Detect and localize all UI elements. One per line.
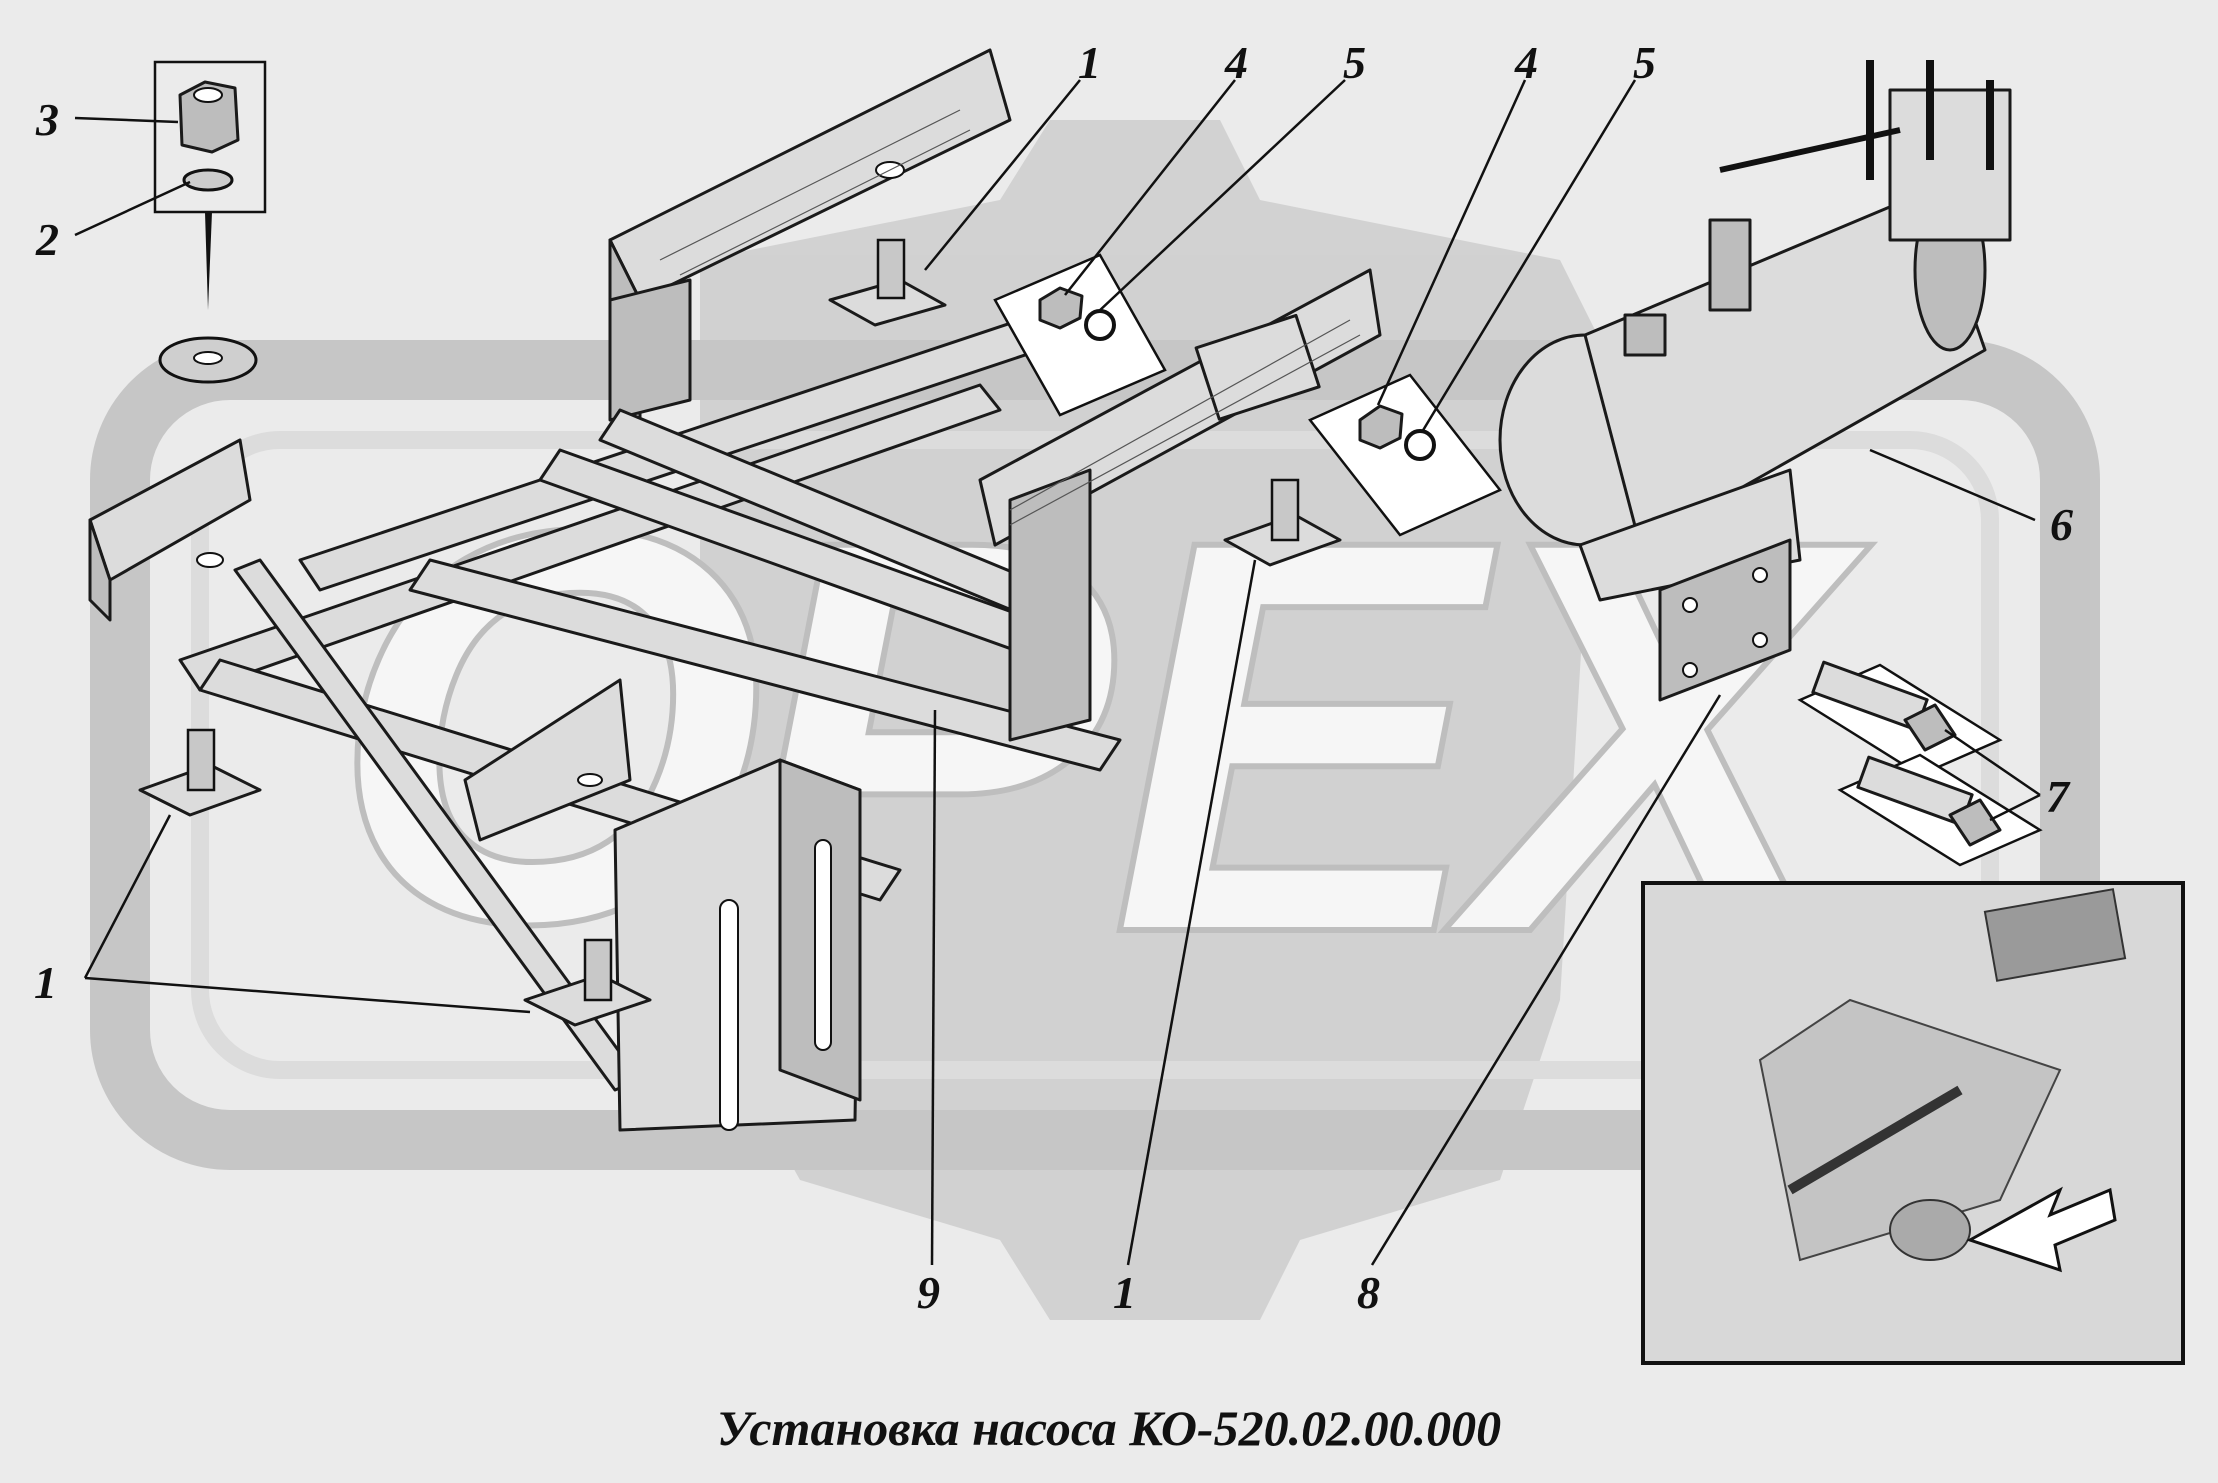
- callout-3: 3: [35, 94, 59, 145]
- stud-plates: [138, 238, 1342, 1027]
- fastener-group-b: [1308, 373, 1502, 537]
- location-arrow: [1966, 1186, 2117, 1273]
- callout-1-left: 1: [34, 957, 57, 1008]
- leader-lines: [74, 79, 2041, 1266]
- diagram-caption: Установка насоса КО-520.02.00.000: [717, 1400, 1501, 1456]
- callout-6: 6: [2050, 499, 2073, 550]
- stud-plate-right: [1223, 478, 1342, 567]
- callout-5-right: 5: [1633, 37, 1656, 88]
- callout-2: 2: [35, 214, 59, 265]
- watermark-letter-e: E: [1110, 423, 1504, 1049]
- nut-bore: [193, 87, 223, 103]
- pump-assembly: [1498, 60, 2012, 602]
- bolt-group: [1797, 660, 2043, 867]
- stud-plate-top: [828, 238, 947, 327]
- callout-4-left: 4: [1224, 37, 1248, 88]
- lock-washer: [182, 168, 234, 192]
- callout-5-left: 5: [1343, 37, 1366, 88]
- fastener-group-a: [993, 253, 1167, 417]
- stud-plate-bottom: [523, 938, 652, 1027]
- callout-1-bottom: 1: [1113, 1267, 1136, 1318]
- mounting-plate: [1658, 538, 1792, 702]
- callout-7: 7: [2046, 771, 2071, 822]
- photo-inset: [1641, 881, 2185, 1365]
- callout-1-top: 1: [1078, 37, 1101, 88]
- callout-4-right: 4: [1514, 37, 1538, 88]
- stud-plate-left: [138, 728, 262, 817]
- nut-washer-inset: [153, 60, 267, 384]
- callout-8: 8: [1357, 1267, 1380, 1318]
- callout-9: 9: [917, 1267, 940, 1318]
- hex-nut: [178, 80, 240, 154]
- callout-labels: 1 4 5 4 5 3 2 6 7 1 9 1 8: [34, 37, 2073, 1318]
- mounting-frame: [88, 48, 1382, 1132]
